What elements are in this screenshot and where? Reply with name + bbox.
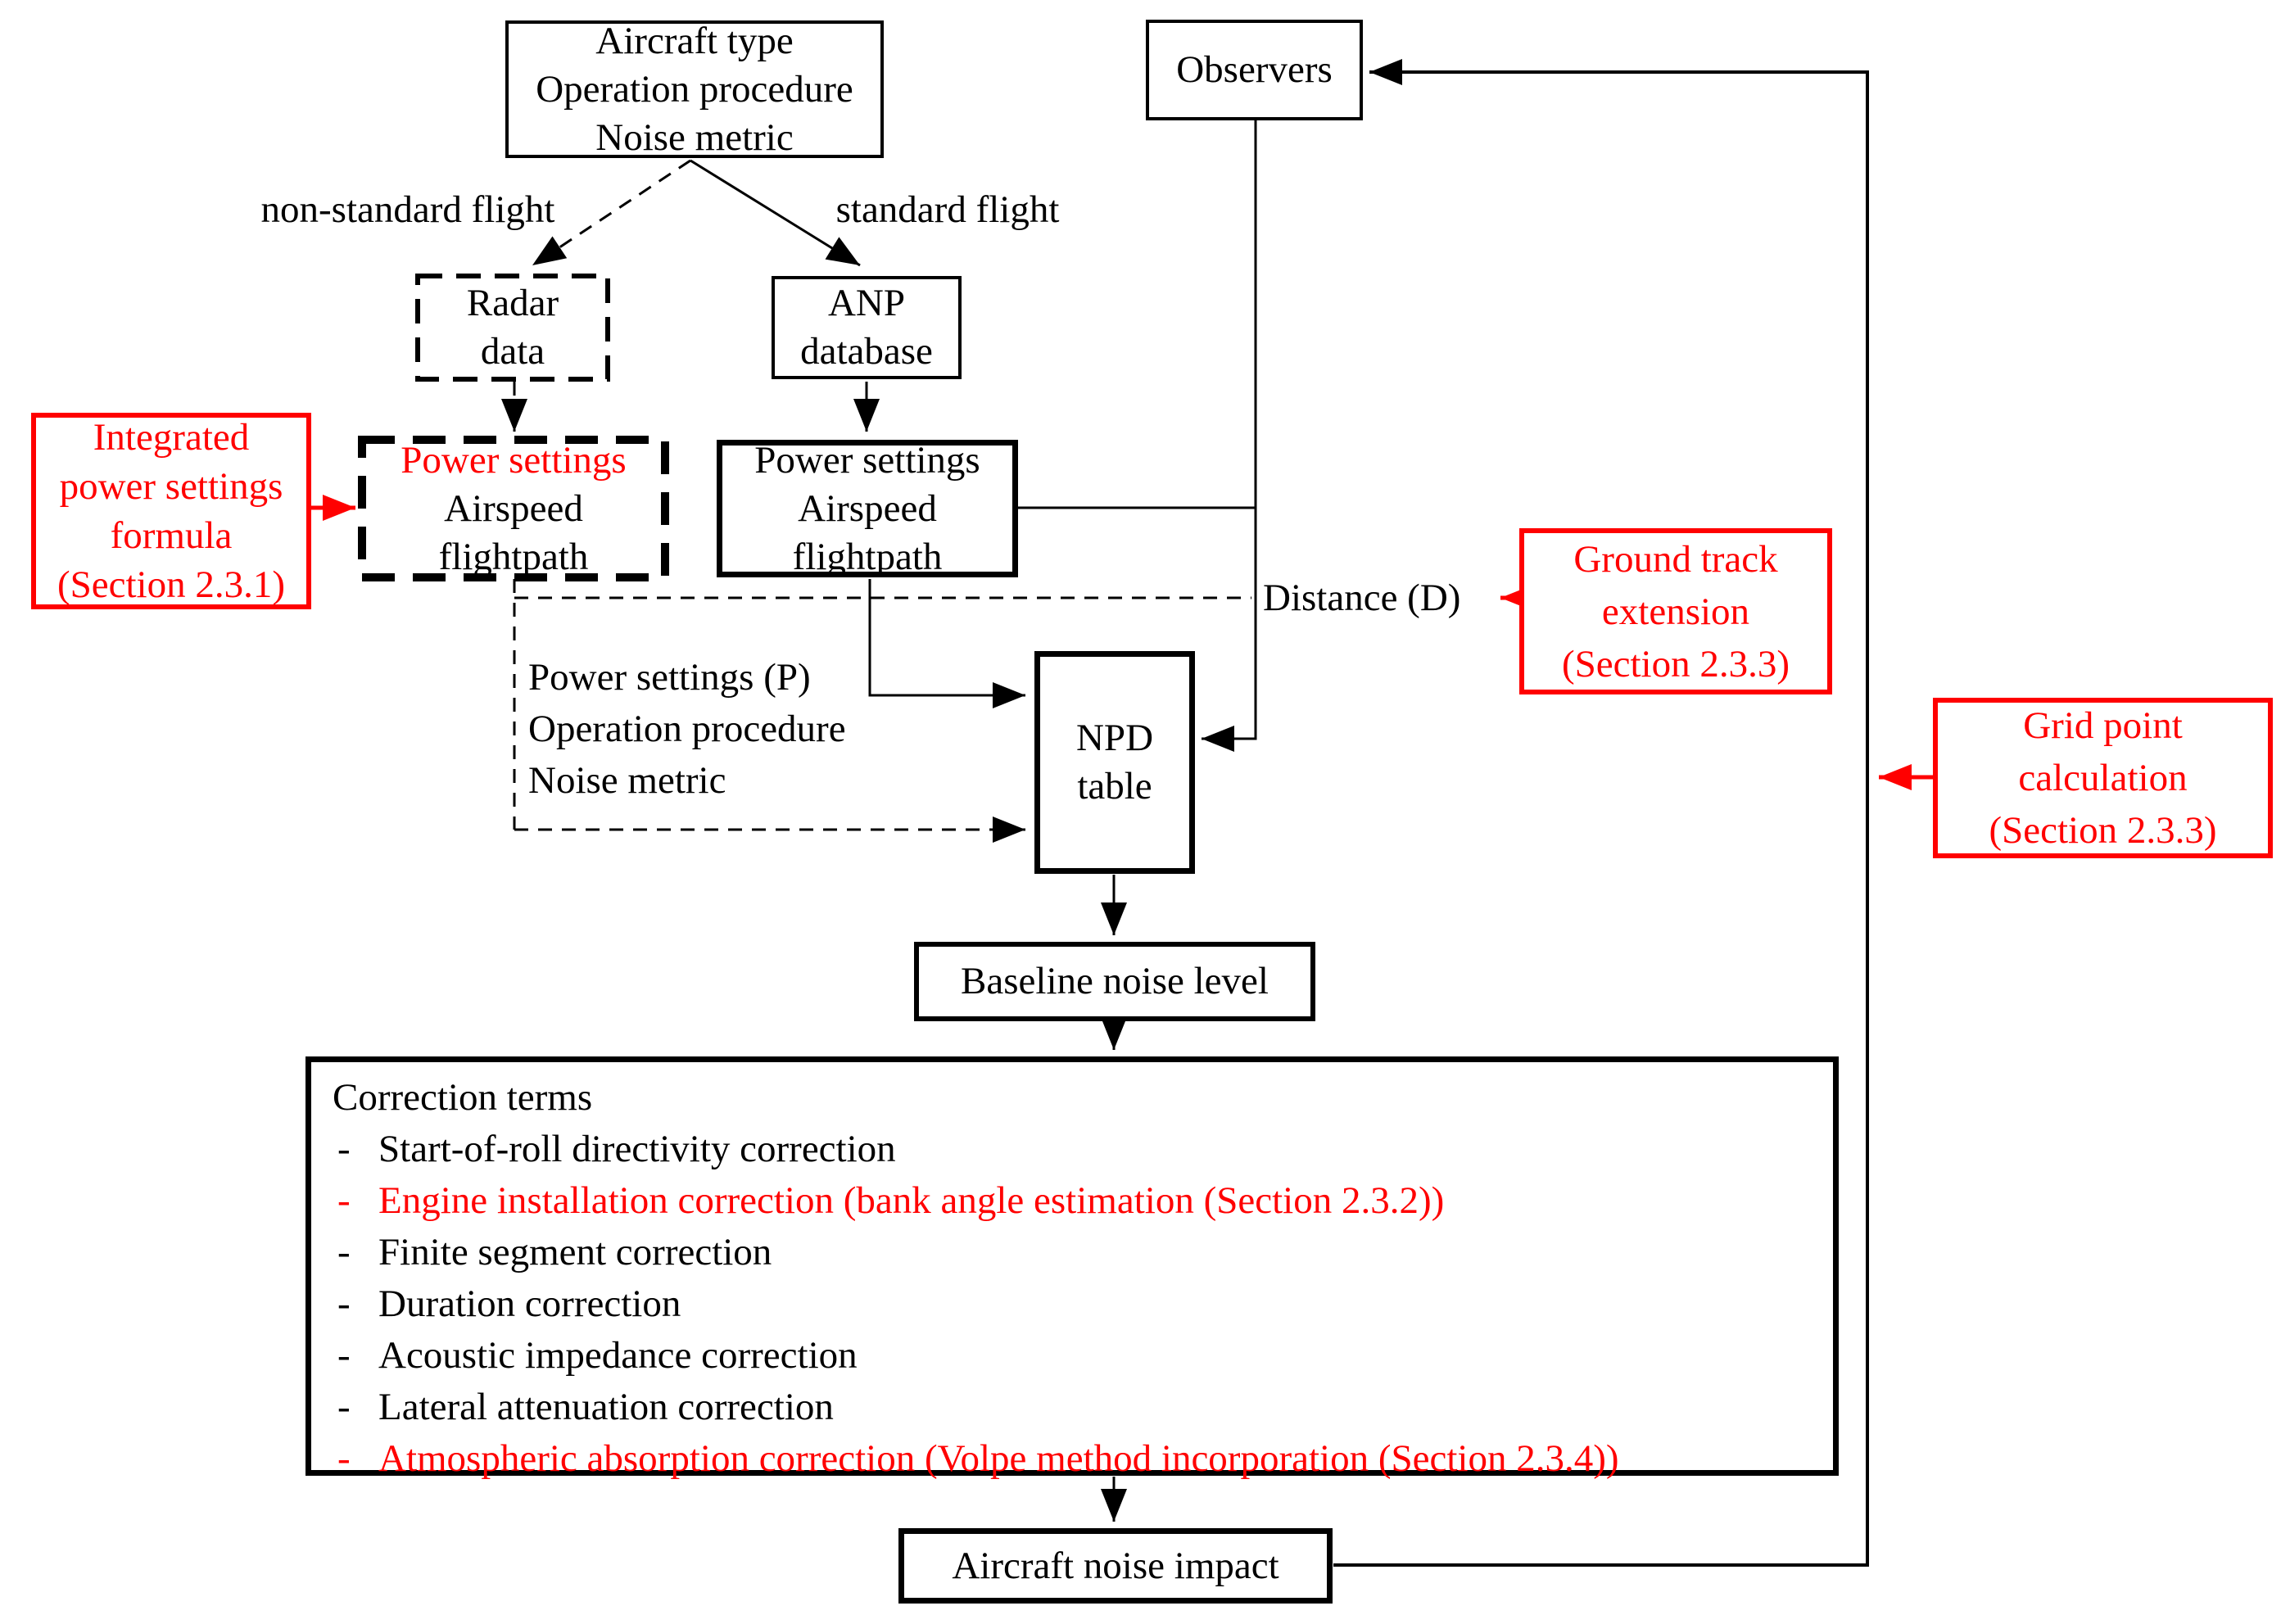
correction-title-row: Correction terms (311, 1072, 1833, 1124)
edge-nonstandard-flight (532, 159, 691, 267)
bullet-dash: - (337, 1179, 351, 1222)
power-nonstandard-box-border (358, 436, 669, 581)
node-label: Observers (1176, 48, 1333, 91)
node-observers: Observers (1146, 20, 1363, 120)
correction-item-row: - Finite segment correction (311, 1227, 1833, 1278)
node-radar-data: Radar data (418, 276, 608, 379)
correction-item-row: - Engine installation correction (bank a… (311, 1175, 1833, 1227)
node-line: Power settings (401, 438, 627, 482)
node-line: Aircraft type (595, 19, 794, 62)
node-line: extension (1601, 590, 1750, 633)
node-line: Ground track (1573, 537, 1778, 581)
edge-standard-flight (690, 159, 861, 267)
node-npd-table: NPD table (1034, 651, 1195, 874)
bullet-dash: - (337, 1128, 351, 1170)
node-line: calculation (2018, 757, 2188, 799)
correction-item: Lateral attenuation correction (378, 1386, 834, 1428)
node-line: (Section 2.3.1) (57, 563, 286, 606)
edge-impact-to-observers (1333, 59, 1869, 1567)
node-line: (Section 2.3.3) (1561, 642, 1790, 685)
correction-item-row: - Acoustic impedance correction (311, 1330, 1833, 1382)
node-power-standard: Power settings Airspeed flightpath (717, 438, 1018, 578)
correction-item-row: - Duration correction (311, 1278, 1833, 1330)
correction-item: Engine installation correction (bank ang… (378, 1179, 1445, 1222)
node-correction-terms: Correction terms - Start-of-roll directi… (305, 1056, 1839, 1480)
node-baseline-noise-level: Baseline noise level (914, 942, 1315, 1021)
correction-title: Correction terms (333, 1076, 593, 1119)
bullet-dash: - (337, 1231, 351, 1273)
correction-item: Acoustic impedance correction (378, 1334, 858, 1377)
node-line: power settings (59, 465, 283, 508)
node-label: Baseline noise level (961, 960, 1269, 1002)
node-line: ANP (827, 282, 906, 324)
node-line: Power settings (754, 438, 980, 482)
bullet-dash: - (337, 1282, 351, 1325)
npd-input-line: Operation procedure (528, 708, 846, 750)
radar-data-box-border (415, 274, 610, 382)
correction-item: Start-of-roll directivity correction (378, 1128, 896, 1170)
node-power-nonstandard: Power settings Airspeed flightpath (362, 438, 665, 578)
node-line: Airspeed (798, 486, 937, 530)
correction-item: Finite segment correction (378, 1231, 772, 1273)
edge-powerstd-to-npd (868, 579, 1025, 708)
node-line: NPD (1075, 717, 1154, 759)
node-aircraft-noise-impact: Aircraft noise impact (898, 1528, 1333, 1604)
edge-observers-to-npd (1202, 120, 1257, 752)
label-non-standard-flight: non-standard flight (260, 188, 555, 231)
node-line: flightpath (792, 535, 943, 578)
correction-item-row: - Atmospheric absorption correction (Vol… (311, 1433, 1833, 1485)
bullet-dash: - (337, 1334, 351, 1377)
node-aircraft-inputs: Aircraft type Operation procedure Noise … (505, 19, 884, 159)
label-npd-inputs: Power settings (P) Operation procedure N… (528, 652, 846, 807)
node-integrated-power-formula: Integrated power settings formula (Secti… (31, 413, 311, 609)
correction-item: Duration correction (378, 1282, 681, 1325)
node-line: flightpath (438, 535, 589, 578)
node-line: Operation procedure (536, 67, 853, 111)
node-line: Grid point (2023, 704, 2183, 747)
node-line: Integrated (93, 416, 250, 459)
node-ground-track-extension: Ground track extension (Section 2.3.3) (1519, 528, 1832, 694)
node-line: Radar (466, 282, 559, 324)
node-line: Airspeed (444, 486, 583, 530)
node-line: Noise metric (595, 115, 794, 159)
node-label: Aircraft noise impact (952, 1544, 1279, 1587)
npd-input-line: Power settings (P) (528, 656, 811, 699)
node-line: (Section 2.3.3) (1989, 809, 2217, 852)
label-standard-flight: standard flight (835, 188, 1060, 231)
bullet-dash: - (337, 1386, 351, 1428)
bullet-dash: - (337, 1437, 351, 1480)
node-line: data (480, 330, 545, 373)
npd-input-line: Noise metric (528, 759, 726, 802)
node-anp-database: ANP database (772, 276, 962, 379)
node-line: table (1077, 765, 1152, 807)
correction-item-row: - Lateral attenuation correction (311, 1382, 1833, 1433)
node-grid-point-calculation: Grid point calculation (Section 2.3.3) (1933, 698, 2273, 858)
label-distance: Distance (D) (1263, 577, 1461, 619)
node-line: database (800, 330, 933, 373)
correction-item: Atmospheric absorption correction (Volpe… (378, 1437, 1619, 1480)
node-line: formula (110, 514, 233, 557)
correction-item-row: - Start-of-roll directivity correction (311, 1124, 1833, 1175)
